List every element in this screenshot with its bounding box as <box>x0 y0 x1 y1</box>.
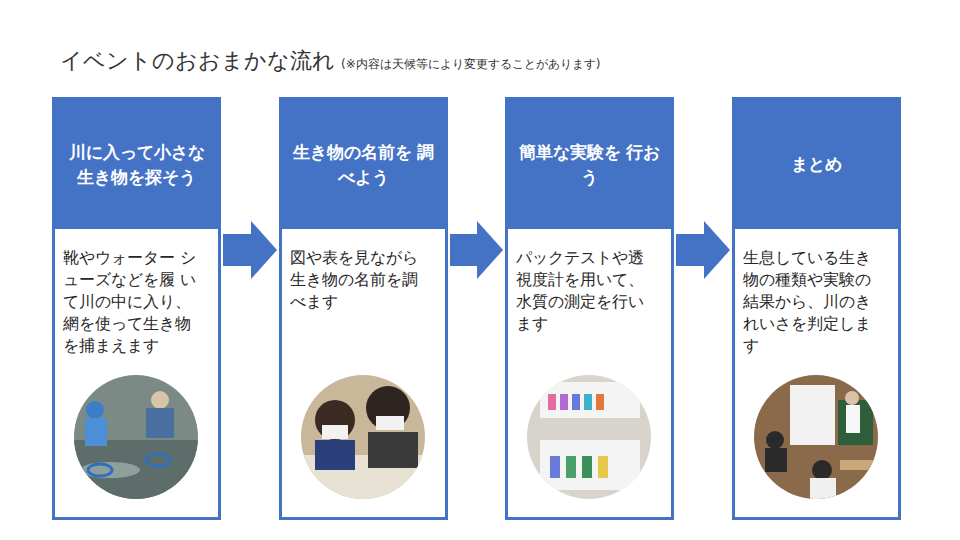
step-heading: 生き物の名前を 調べよう <box>282 100 445 229</box>
step-description: パックテストや透 視度計を用いて、 水質の測定を行い ます <box>508 229 671 335</box>
block-arrow <box>450 221 503 279</box>
diagram-title: イベントのおおまかな流れ <box>60 48 335 73</box>
step-description: 生息している生き 物の種類や実験の 結果から、川のき れいさを判定しま す <box>735 229 898 357</box>
block-arrow <box>676 221 730 279</box>
step-description: 靴やウォーター シューズなどを履 いて川の中に入り、 網を使って生き物 を捕まえ… <box>55 229 218 357</box>
block-arrow <box>223 221 277 279</box>
river-photo <box>70 370 205 510</box>
step-box: 生き物の名前を 調べよう図や表を見ながら 生き物の名前を調 べます <box>279 97 448 520</box>
step-box: まとめ生息している生き 物の種類や実験の 結果から、川のき れいさを判定しま す <box>732 97 901 520</box>
step-box: 簡単な実験を 行おうパックテストや透 視度計を用いて、 水質の測定を行い ます <box>505 97 674 520</box>
step-description: 図や表を見ながら 生き物の名前を調 べます <box>282 229 445 313</box>
study-photo <box>300 370 430 505</box>
summary-photo <box>750 370 885 505</box>
header: イベントのおおまかな流れ (※内容は天候等により変更することがあります) <box>60 46 600 76</box>
note-label: (※内容は天候等により変更することがあります) <box>341 57 600 71</box>
step-box: 川に入って小さな 生き物を探そう靴やウォーター シューズなどを履 いて川の中に入… <box>52 97 221 520</box>
experiment-photo <box>525 370 655 505</box>
step-heading: 川に入って小さな 生き物を探そう <box>55 100 218 229</box>
step-heading: 簡単な実験を 行おう <box>508 100 671 229</box>
step-heading: まとめ <box>735 100 898 229</box>
